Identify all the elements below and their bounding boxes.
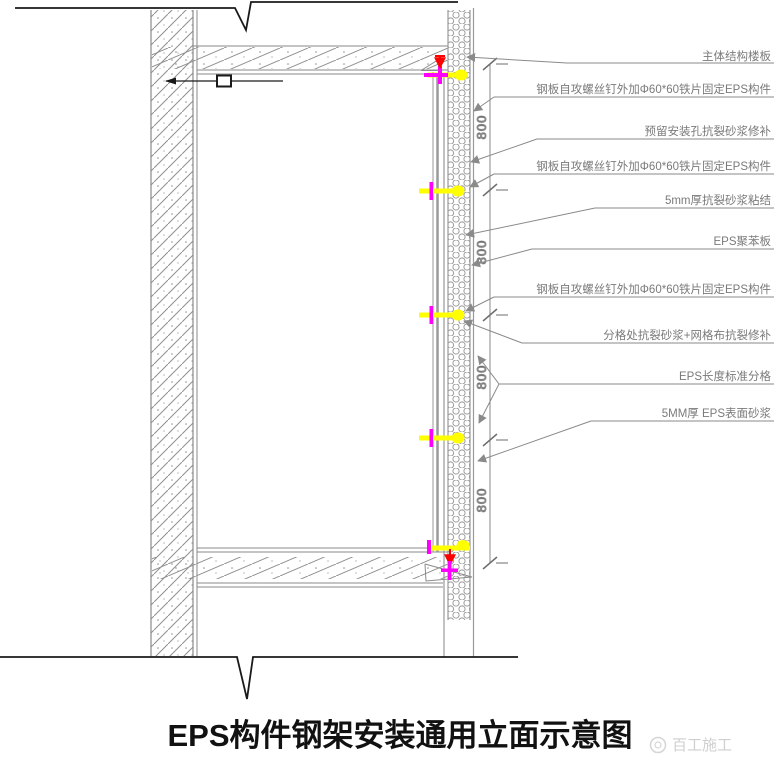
washer-marker	[454, 69, 468, 81]
top-slab-hatch	[152, 47, 448, 69]
dimension-tick	[482, 433, 498, 447]
screw-marker	[429, 182, 433, 200]
bottom-slab-hatch	[152, 557, 448, 579]
leader-line	[465, 207, 596, 238]
leader-line	[465, 296, 495, 312]
watermark-logo-inner-icon	[654, 741, 662, 749]
leader-line	[471, 248, 533, 268]
screw-marker	[438, 66, 442, 84]
break-symbol-top	[15, 1, 458, 33]
leader-lines	[463, 52, 596, 463]
leader-line	[470, 138, 538, 164]
washer-marker	[451, 432, 465, 444]
washer-marker	[451, 309, 465, 321]
embed-plate-symbol	[165, 74, 283, 88]
washer-marker	[456, 540, 470, 550]
leader-line	[469, 173, 495, 188]
screw-marker	[441, 568, 458, 572]
dimension-value: 800	[474, 240, 489, 265]
watermark-logo-icon	[649, 736, 667, 754]
break-symbol-bottom	[0, 656, 518, 700]
screw-marker	[427, 540, 431, 554]
watermark: 百工施工	[649, 736, 732, 754]
wall-section	[150, 10, 198, 656]
fixing-plate	[427, 545, 470, 551]
fixing-plate	[419, 435, 463, 441]
screw-marker	[424, 73, 448, 77]
annotation-label: 5MM厚 EPS表面砂浆	[662, 406, 772, 420]
dimension-chain: 800 800 800 800	[474, 57, 508, 570]
annotation-labels: 主体结构楼板 钢板自攻螺丝钉外加Φ60*60铁片固定EPS构件 预留安装孔抗裂砂…	[494, 49, 774, 422]
drawing-title: EPS构件钢架安装通用立面示意图	[167, 718, 632, 753]
fastener-4	[419, 429, 465, 447]
dimension-value: 800	[474, 115, 489, 140]
embed-plate-square	[216, 74, 232, 88]
dimension-value: 800	[474, 488, 489, 513]
dimension-tick	[482, 183, 498, 197]
leader-line	[477, 355, 500, 385]
annotation-label: 钢板自攻螺丝钉外加Φ60*60铁片固定EPS构件	[536, 282, 771, 296]
fastener-bottom	[427, 540, 470, 580]
leader-line	[477, 420, 592, 463]
dimension-tick	[482, 57, 498, 71]
screw-marker	[429, 306, 433, 324]
dimension-value: 800	[474, 365, 489, 390]
annotation-label: EPS聚苯板	[713, 234, 771, 248]
dimension-tick	[482, 556, 498, 570]
top-slab	[152, 45, 448, 75]
fixing-plate	[419, 188, 463, 194]
fixing-plate	[419, 312, 463, 318]
annotation-label: 钢板自攻螺丝钉外加Φ60*60铁片固定EPS构件	[536, 159, 771, 173]
annotation-label: EPS长度标准分格	[679, 369, 772, 383]
bottom-slab	[152, 547, 448, 588]
fastener-2	[419, 182, 465, 200]
annotation-label: 主体结构楼板	[702, 49, 771, 63]
eps-strip	[447, 8, 475, 657]
dimension-tick	[482, 308, 498, 322]
wall-hatch	[151, 10, 193, 656]
leader-line	[463, 319, 523, 344]
leader-line	[466, 52, 568, 64]
fastener-3	[419, 306, 465, 324]
annotation-label: 钢板自攻螺丝钉外加Φ60*60铁片固定EPS构件	[536, 82, 771, 96]
dimension-ticks	[482, 57, 508, 570]
screw-marker	[429, 429, 433, 447]
leader-line	[478, 383, 500, 424]
washer-marker	[451, 185, 465, 197]
embed-arrowhead	[165, 77, 176, 85]
fastener-top	[424, 55, 468, 84]
watermark-text: 百工施工	[672, 737, 732, 754]
annotation-label: 预留安装孔抗裂砂浆修补	[645, 124, 772, 138]
annotation-label: 分格处抗裂砂浆+网格布抗裂修补	[603, 328, 771, 342]
leader-line	[473, 96, 495, 112]
annotation-label: 5mm厚抗裂砂浆粘结	[665, 193, 771, 207]
